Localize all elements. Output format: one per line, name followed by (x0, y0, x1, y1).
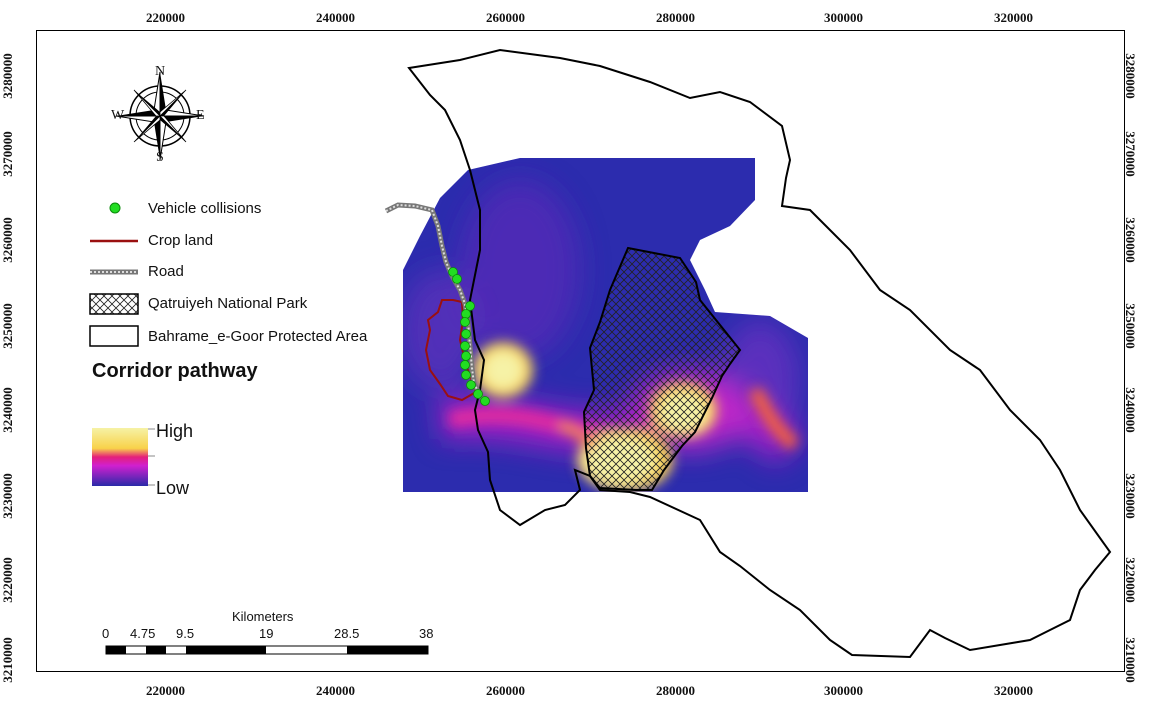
collision-point (465, 301, 475, 311)
scale-label: 38 (419, 626, 434, 641)
x-tick-top: 280000 (656, 10, 695, 25)
compass-east: E (196, 108, 205, 123)
legend-corridor-title: Corridor pathway (92, 360, 258, 382)
x-tick-bottom: 280000 (656, 683, 695, 698)
x-tick-top: 260000 (486, 10, 525, 25)
legend-park-label: Qatruiyeh National Park (148, 295, 308, 312)
x-tick-bottom: 220000 (146, 683, 185, 698)
legend-crop-label: Crop land (148, 232, 214, 249)
compass-west: W (111, 108, 125, 123)
collision-point (460, 317, 470, 327)
map-frame (36, 30, 1125, 672)
collision-point (461, 370, 471, 380)
x-tick-bottom: 240000 (316, 683, 355, 698)
national-park-area (582, 246, 742, 491)
legend-road-label: Road (148, 263, 184, 280)
x-tick-top: 240000 (316, 10, 355, 25)
scale-unit-label: Kilometers (232, 609, 294, 624)
compass-rose-icon (115, 71, 205, 161)
x-tick-bottom: 320000 (994, 683, 1033, 698)
crop-land-area (424, 299, 478, 402)
collision-point (480, 396, 490, 406)
x-tick-top: 220000 (146, 10, 185, 25)
scale-label: 28.5 (334, 626, 360, 641)
x-tick-bottom: 260000 (486, 683, 525, 698)
collision-point (466, 380, 476, 390)
compass-north: N (155, 64, 166, 79)
legend-protected-label: Bahrame_e-Goor Protected Area (148, 328, 368, 345)
legend-protected-icon (89, 325, 139, 347)
scale-label: 4.75 (130, 626, 156, 641)
scale-label: 0 (102, 626, 110, 641)
collision-point (460, 360, 470, 370)
x-tick-top: 320000 (994, 10, 1033, 25)
collision-point (473, 389, 483, 399)
scale-label: 19 (259, 626, 274, 641)
x-tick-bottom: 300000 (824, 683, 863, 698)
legend-symbols (89, 202, 155, 486)
compass-south: S (156, 150, 164, 165)
legend-park-icon (89, 293, 139, 315)
collision-point (461, 329, 471, 339)
legend-color-ramp (92, 428, 148, 486)
scale-bar (105, 645, 429, 655)
legend-low-label: Low (156, 478, 190, 498)
collision-point (461, 351, 471, 361)
legend-high-label: High (156, 421, 194, 441)
scale-label: 9.5 (176, 626, 195, 641)
legend-collision-label: Vehicle collisions (148, 200, 262, 217)
legend-collision-icon (109, 202, 121, 214)
vehicle-collision-points (448, 267, 490, 406)
x-tick-top: 300000 (824, 10, 863, 25)
collision-point (460, 341, 470, 351)
collision-point (461, 309, 471, 319)
collision-point (452, 274, 462, 284)
protected-area-boundary (407, 48, 1112, 659)
